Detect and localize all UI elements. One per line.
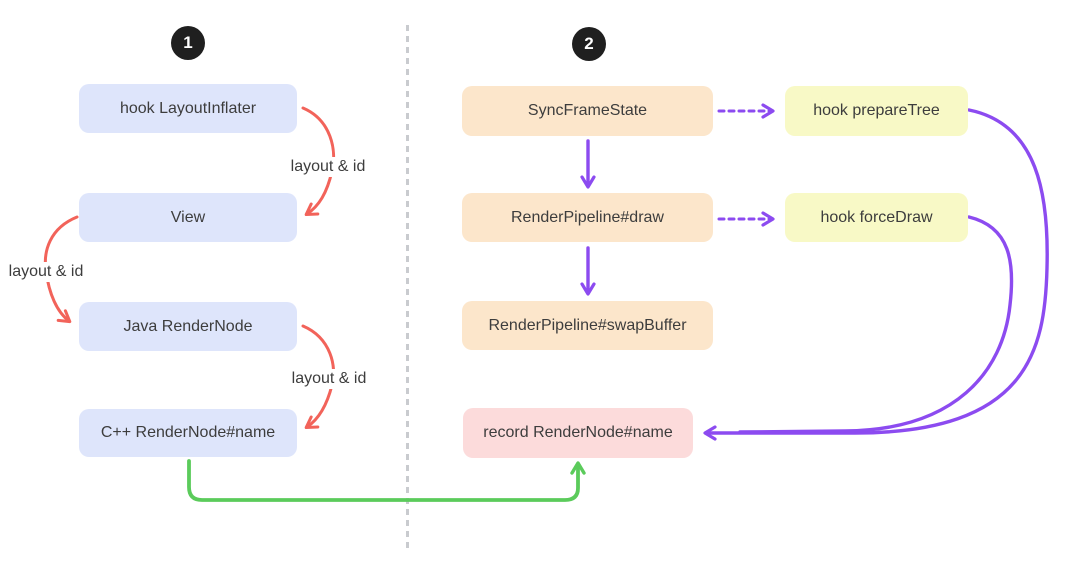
node-hook-forcedraw: hook forceDraw — [785, 193, 968, 242]
node-java-rendernode: Java RenderNode — [79, 302, 297, 351]
section-divider-dashed-line — [406, 25, 409, 548]
edge-label-layout-id-1: layout & id — [287, 157, 369, 177]
node-hook-preparetree: hook prepareTree — [785, 86, 968, 136]
node-view: View — [79, 193, 297, 242]
node-syncframestate: SyncFrameState — [462, 86, 713, 136]
node-record-rendernode-name: record RenderNode#name — [463, 408, 693, 458]
node-renderpipeline-draw: RenderPipeline#draw — [462, 193, 713, 242]
edge-label-layout-id-3: layout & id — [288, 369, 370, 389]
arrow-cpp-to-record — [187, 459, 586, 502]
arrow-preparetree-to-record — [703, 108, 1049, 441]
arrow-forcedraw-to-record — [738, 215, 1014, 434]
section-2-badge: 2 — [572, 27, 606, 61]
section-1-badge: 1 — [171, 26, 205, 60]
edge-label-layout-id-2: layout & id — [5, 262, 87, 282]
node-hook-layoutinflater: hook LayoutInflater — [79, 84, 297, 133]
node-renderpipeline-swapbuffer: RenderPipeline#swapBuffer — [462, 301, 713, 350]
node-cpp-rendernode-name: C++ RenderNode#name — [79, 409, 297, 457]
